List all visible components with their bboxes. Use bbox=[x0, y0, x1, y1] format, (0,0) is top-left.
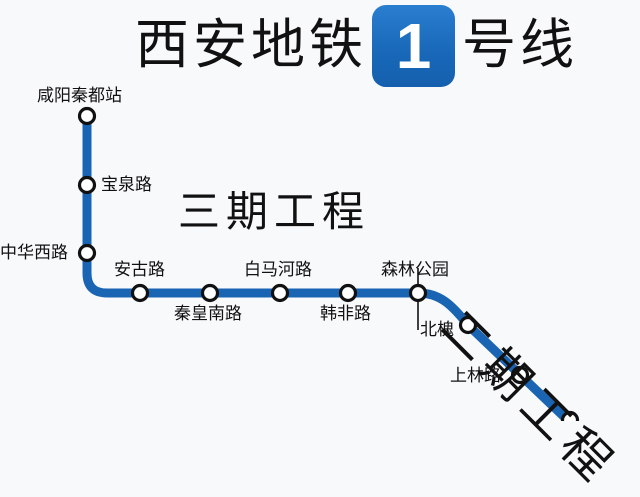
station-marker-baoquan-lu[interactable] bbox=[77, 175, 97, 195]
station-label[interactable]: 森林公园 bbox=[381, 260, 449, 280]
station-label[interactable]: 秦皇南路 bbox=[174, 304, 242, 324]
station-marker-xianyang-qindu[interactable] bbox=[77, 106, 97, 126]
station-label[interactable]: 韩非路 bbox=[320, 304, 371, 324]
station-label[interactable]: 咸阳秦都站 bbox=[37, 86, 122, 106]
station-label[interactable]: 安古路 bbox=[114, 260, 165, 280]
title-suffix: 号线 bbox=[462, 13, 578, 76]
title-prefix: 西安地铁 bbox=[135, 13, 367, 76]
station-label[interactable]: 上林路 bbox=[450, 366, 501, 386]
station-marker-partial[interactable] bbox=[560, 410, 580, 422]
station-marker-shanglin-lu[interactable] bbox=[510, 365, 530, 385]
station-marker-baimahe-lu[interactable] bbox=[270, 283, 290, 303]
phase-3-label: 三期工程 bbox=[178, 187, 371, 236]
station-label[interactable]: 白马河路 bbox=[244, 260, 312, 280]
station-marker-hanfei-lu[interactable] bbox=[338, 283, 358, 303]
station-marker-zhonghua-xilu[interactable] bbox=[77, 243, 97, 263]
station-label[interactable]: 宝泉路 bbox=[101, 175, 152, 195]
line-number-badge: 1 bbox=[372, 5, 455, 87]
metro-line-diagram bbox=[77, 106, 580, 422]
station-label[interactable]: 北槐 bbox=[420, 320, 454, 340]
station-marker-beihuai[interactable] bbox=[458, 315, 478, 335]
station-marker-senlin-gongyuan[interactable] bbox=[408, 283, 428, 303]
station-marker-angu-lu[interactable] bbox=[130, 283, 150, 303]
station-marker-qinhuang-nanlu[interactable] bbox=[200, 283, 220, 303]
map-title: 西安地铁 1 号线 bbox=[0, 4, 640, 88]
station-label[interactable]: 中华西路 bbox=[0, 243, 68, 263]
